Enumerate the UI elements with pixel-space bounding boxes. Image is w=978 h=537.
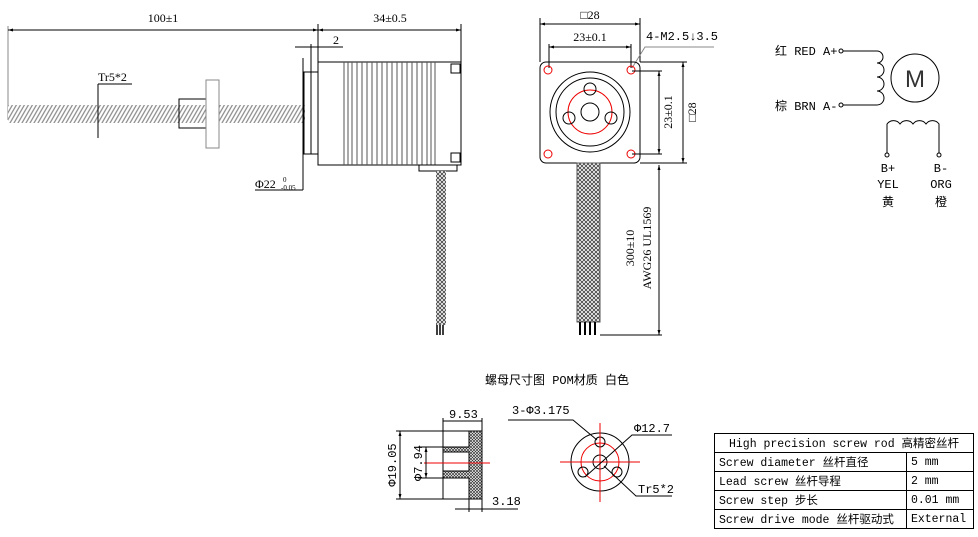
cable-spec: AWG26 UL1569 (640, 207, 654, 290)
motor-faceplate (539, 61, 641, 164)
pilot-dia: Φ22 (255, 177, 276, 191)
nut-outer-dia: Φ19.05 (386, 443, 400, 486)
spec-label: Screw drive mode 丝杆驱动式 (714, 509, 907, 529)
spec-value: 2 mm (905, 471, 975, 491)
nut-flange-thick: 3.18 (492, 495, 521, 509)
spec-value: 0.01 mm (905, 490, 975, 510)
coil-a (843, 50, 885, 106)
length-dim: 100±1 (148, 11, 179, 25)
motor-symbol-label: M (905, 66, 925, 93)
wire-b-plus: B+ (881, 162, 895, 176)
motor-body (317, 61, 462, 166)
pilot-tol-upper: 0 (283, 176, 287, 184)
wire-b-minus-color: ORG (930, 178, 952, 192)
cable-length: 300±10 (623, 230, 637, 267)
spec-label: Screw step 步长 (714, 490, 907, 510)
screw-nut-flange (205, 79, 220, 149)
wire-a-minus: 棕 BRN A- (775, 98, 837, 114)
nut-holes-label: 3-Φ3.175 (512, 404, 570, 418)
nut-hub-dia: Φ7.94 (412, 445, 426, 481)
nut-section (442, 430, 483, 500)
nut-pcd-label: Φ12.7 (634, 422, 670, 436)
front-cable (576, 162, 601, 323)
wire-b-plus-color: YEL (877, 178, 899, 192)
nut-drawing: 螺母尺寸图 POM材质 白色 9.53 Φ19.05 Φ7.94 3.18 3-… (386, 372, 674, 512)
lead-screw (8, 105, 305, 123)
wiring-diagram: 红 RED A+ 棕 BRN A- M B+ YEL 黄 B- ORG 橙 (775, 43, 952, 210)
hole-spacing-v: 23±0.1 (661, 95, 675, 129)
spec-value: External (905, 509, 975, 529)
square-top-dim: □28 (580, 8, 599, 22)
nut-width-dim: 9.53 (449, 408, 478, 422)
motor-length-dim: 34±0.5 (373, 11, 407, 25)
flange-dim: 2 (333, 33, 339, 47)
wire-b-minus: B- (934, 162, 948, 176)
side-cable (436, 171, 446, 325)
wire-b-minus-cn: 橙 (935, 194, 947, 210)
spec-table: High precision screw rod 高精密丝杆 Screw dia… (714, 433, 975, 529)
wire-a-plus: 红 RED A+ (775, 43, 837, 59)
hole-spec: 4-M2.5↓3.5 (646, 30, 718, 44)
side-view: 100±1 34±0.5 2 Tr5*2 Φ22 0 -0.05 (7, 11, 462, 335)
hole-spacing-h: 23±0.1 (573, 30, 607, 44)
spec-label: Screw diameter 丝杆直径 (714, 452, 907, 472)
pilot-tol-lower: -0.05 (281, 184, 296, 192)
nut-thread-label: Tr5*2 (638, 483, 674, 497)
wire-b-plus-cn: 黄 (882, 195, 894, 210)
thread-label: Tr5*2 (98, 70, 127, 84)
front-view: □28 23±0.1 4-M2.5↓3.5 23±0.1 □28 300±10 (539, 8, 718, 336)
spec-table-header: High precision screw rod 高精密丝杆 (714, 433, 974, 453)
motor-symbol (890, 53, 940, 103)
spec-header-cell: High precision screw rod 高精密丝杆 (714, 433, 974, 453)
cooling-fins (343, 62, 436, 165)
spec-value: 5 mm (905, 452, 975, 472)
coil-b (886, 120, 940, 153)
square-right-dim: □28 (685, 102, 699, 121)
spec-label: Lead screw 丝杆导程 (714, 471, 907, 491)
nut-title: 螺母尺寸图 POM材质 白色 (485, 372, 629, 388)
